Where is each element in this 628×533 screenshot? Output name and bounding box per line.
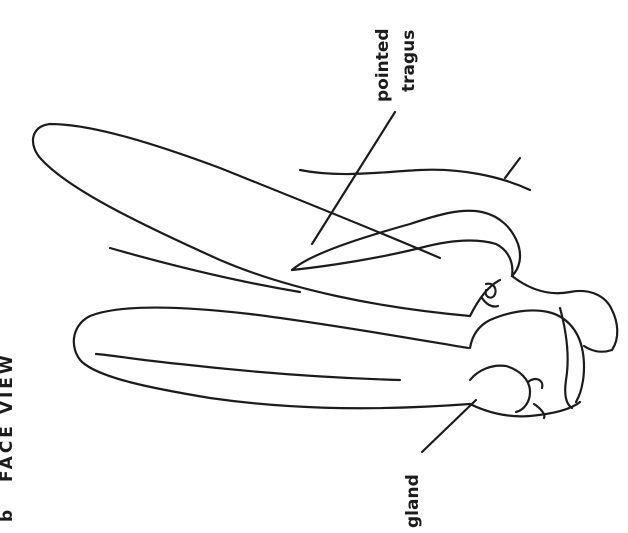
figure-caption-title: FACE VIEW — [0, 352, 17, 482]
left-ear-outline — [74, 308, 470, 409]
nostril-icon — [528, 379, 544, 418]
label-pointed: pointed — [373, 28, 393, 102]
tragus-leader-line — [312, 112, 395, 244]
gland-leader-line — [422, 400, 476, 452]
label-gland: gland — [403, 474, 423, 528]
label-tragus: tragus — [399, 30, 419, 92]
right-ear-outline — [33, 124, 530, 316]
figure-caption-letter: b — [0, 507, 17, 522]
